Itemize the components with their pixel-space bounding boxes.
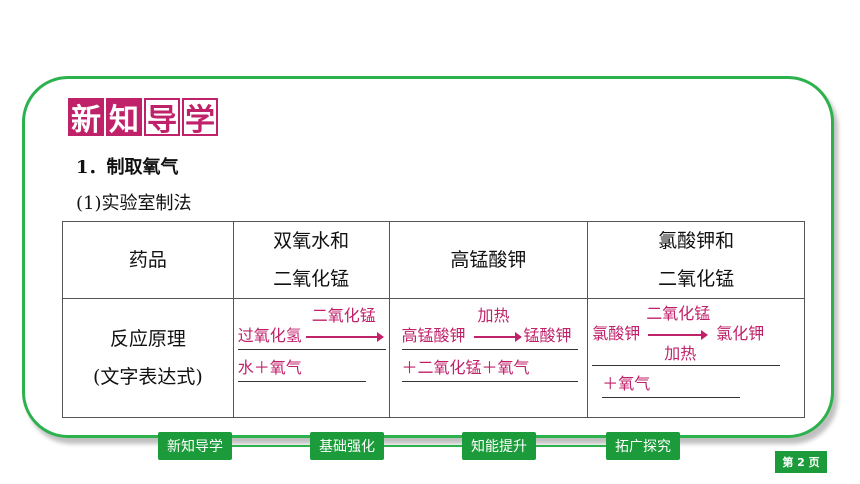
row-label-line2: (文字表达式) <box>92 366 203 388</box>
oxygen-prep-table: 药品 双氧水和 二氧化锰 高锰酸钾 氯酸钾和 二氧化锰 反应原理 (文字表达式)… <box>62 221 805 418</box>
eq2-reactant: 高锰酸钾 <box>401 326 466 345</box>
eq3-arrow <box>648 330 709 340</box>
eq1-cell: 二氧化锰 过氧化氢 水＋氧气 <box>232 298 390 418</box>
eq1-condition: 二氧化锰 <box>311 306 376 325</box>
nav-zhineng[interactable]: 知能提升 <box>462 432 536 460</box>
eq1-products: 水＋氧气 <box>237 358 302 377</box>
title-char-4: 学 <box>182 98 218 138</box>
eq2-cell: 加热 高锰酸钾 锰酸钾 ＋二氧化锰＋氧气 <box>388 298 589 418</box>
page-indicator: 第 2 页 <box>775 451 827 473</box>
header-h2o2-line1: 双氧水和 <box>273 230 350 252</box>
header-kclo3-line2: 二氧化锰 <box>658 268 735 290</box>
row-label: 反应原理 (文字表达式) <box>62 298 234 418</box>
header-h2o2: 双氧水和 二氧化锰 <box>232 221 390 299</box>
eq3-product1: 氯化钾 <box>716 324 765 343</box>
nav-jichu[interactable]: 基础强化 <box>310 432 384 460</box>
header-kmno4: 高锰酸钾 <box>388 221 589 299</box>
header-h2o2-line2: 二氧化锰 <box>273 268 350 290</box>
eq3-products: ＋氧气 <box>602 374 651 393</box>
eq1-reactant: 过氧化氢 <box>237 326 302 345</box>
eq2-product1: 锰酸钾 <box>523 326 572 345</box>
title-char-1: 新 <box>68 98 104 138</box>
eq3-condition-bottom: 加热 <box>664 344 697 363</box>
eq3-condition-top: 二氧化锰 <box>646 304 711 323</box>
heading: 1．制取氧气 <box>76 157 179 178</box>
eq1-arrow <box>305 332 384 342</box>
eq3-reactant: 氯酸钾 <box>592 324 641 343</box>
subheading: (1)实验室制法 <box>76 193 192 214</box>
eq2-products: ＋二氧化锰＋氧气 <box>401 358 530 377</box>
eq3-cell: 二氧化锰 氯酸钾 氯化钾 加热 ＋氧气 <box>587 298 805 418</box>
nav-xinzhi[interactable]: 新知导学 <box>158 432 232 460</box>
row-label-line1: 反应原理 <box>109 328 186 350</box>
header-kclo3-line1: 氯酸钾和 <box>658 230 735 252</box>
header-drug: 药品 <box>62 221 234 299</box>
eq2-arrow <box>473 332 522 342</box>
nav-tuoguang[interactable]: 拓广探究 <box>606 432 680 460</box>
title-char-2: 知 <box>106 98 142 138</box>
header-kclo3: 氯酸钾和 二氧化锰 <box>587 221 805 299</box>
title-char-3: 导 <box>144 98 180 138</box>
eq2-condition: 加热 <box>477 306 510 325</box>
section-title: 新 知 导 学 <box>68 98 220 138</box>
